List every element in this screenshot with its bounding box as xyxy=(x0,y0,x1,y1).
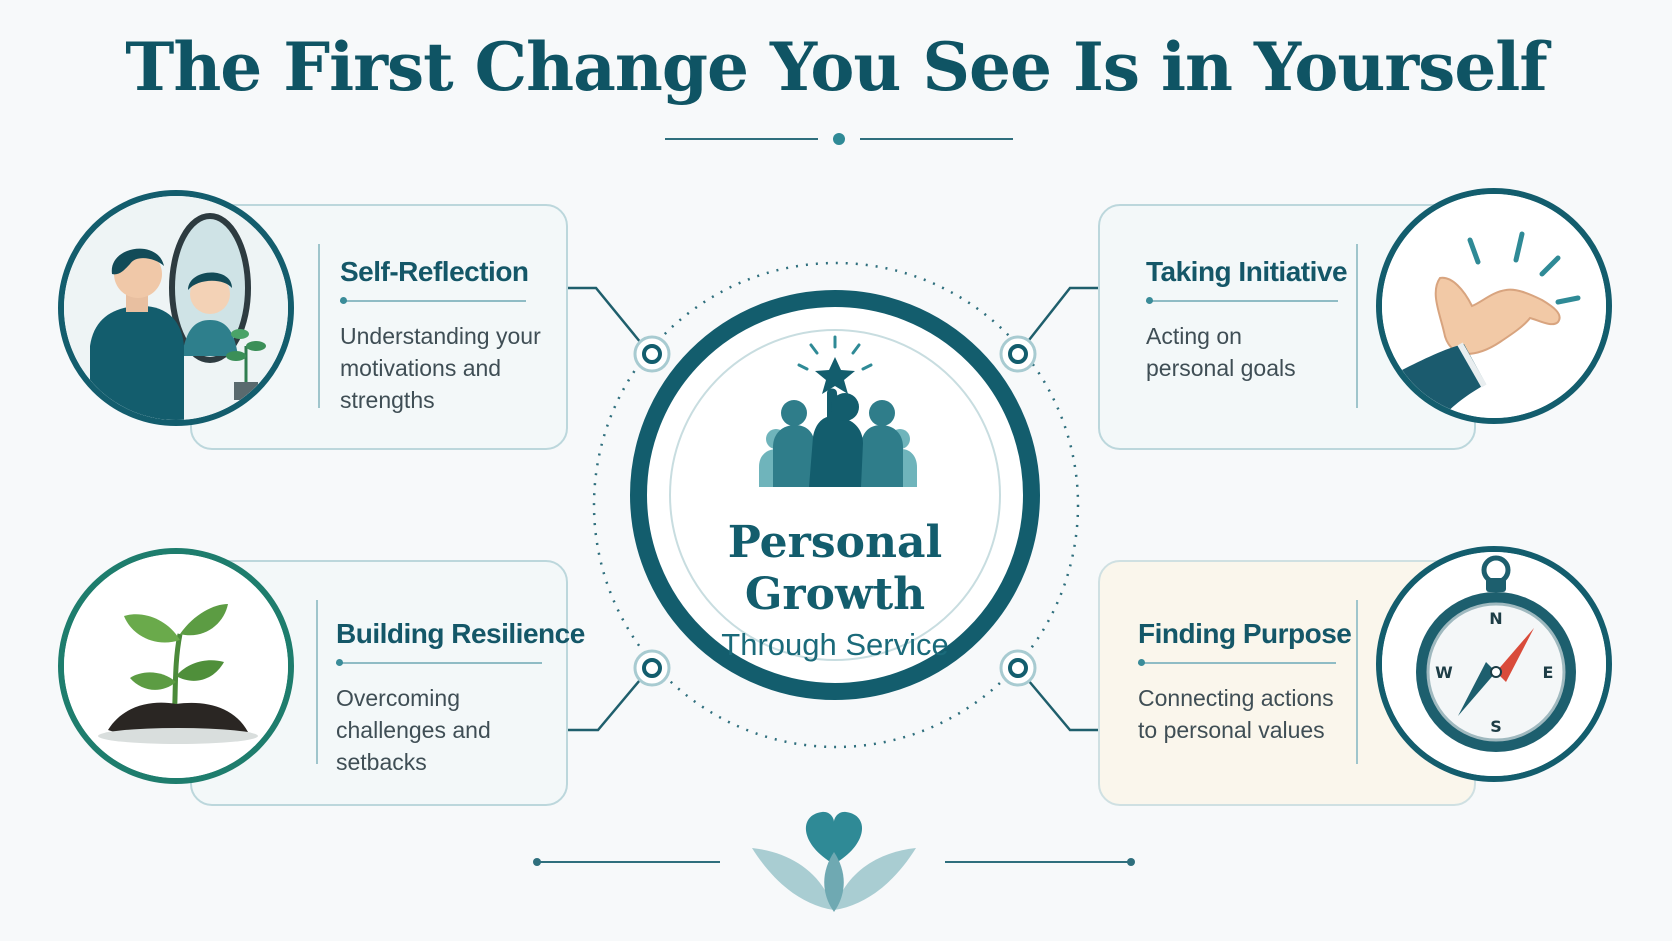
card-description: Understanding your motivations and stren… xyxy=(340,323,541,413)
connector-building-resilience xyxy=(558,667,651,732)
center-title: Personal Growth xyxy=(647,517,1023,621)
card-title: Building Resilience xyxy=(336,618,585,649)
card-title-rule xyxy=(1138,659,1336,666)
card-description: Acting on personal goals xyxy=(1146,323,1296,381)
card-text: Finding Purpose Connecting actions to pe… xyxy=(1138,618,1352,746)
card-title: Self-Reflection xyxy=(340,256,529,287)
badge-building-resilience xyxy=(58,548,294,784)
card-description: Overcoming challenges and setbacks xyxy=(336,685,491,775)
card-divider xyxy=(318,244,320,408)
card-divider xyxy=(316,600,318,764)
card-divider xyxy=(1356,600,1358,764)
center-title-line-2: Growth xyxy=(744,569,926,620)
connector-node-top-right xyxy=(999,335,1037,373)
card-title-rule xyxy=(340,297,526,304)
connector-node-top-left xyxy=(633,335,671,373)
compass-label-south: S xyxy=(1490,717,1502,736)
center-hub: Personal Growth Through Service xyxy=(630,290,1040,700)
card-text: Taking Initiative Acting on personal goa… xyxy=(1146,256,1356,384)
badge-self-reflection xyxy=(58,190,294,426)
center-title-line-1: Personal xyxy=(727,517,943,568)
compass-label-east: E xyxy=(1543,663,1554,682)
sprout-icon xyxy=(64,554,288,778)
mirror-reflection-icon xyxy=(64,196,288,420)
connector-node-bottom-left xyxy=(633,649,671,687)
connector-taking-initiative xyxy=(1017,286,1108,355)
compass-icon: N E S W xyxy=(1382,552,1606,776)
card-text: Self-Reflection Understanding your motiv… xyxy=(340,256,550,416)
compass-label-west: W xyxy=(1435,663,1453,682)
card-description: Connecting actions to personal values xyxy=(1138,685,1334,743)
connector-self-reflection xyxy=(558,286,651,355)
center-hub-inner-ring xyxy=(669,329,1001,661)
people-reaching-star-icon xyxy=(759,335,917,487)
footer-dot-left xyxy=(533,858,541,866)
card-title-rule xyxy=(1146,297,1338,304)
heart-leaves-icon xyxy=(752,811,916,912)
compass-label-north: N xyxy=(1489,609,1502,628)
center-subtitle: Through Service xyxy=(721,627,949,662)
reaching-hand-icon xyxy=(1382,194,1606,418)
card-title: Taking Initiative xyxy=(1146,256,1348,287)
page-title: The First Change You See Is in Yourself xyxy=(125,28,1548,106)
badge-taking-initiative xyxy=(1376,188,1612,424)
footer-dot-right xyxy=(1127,858,1135,866)
badge-finding-purpose: N E S W xyxy=(1376,546,1612,782)
card-text: Building Resilience Overcoming challenge… xyxy=(336,618,585,778)
connector-finding-purpose xyxy=(1017,667,1108,732)
card-divider xyxy=(1356,244,1358,408)
card-title-rule xyxy=(336,659,542,666)
card-title: Finding Purpose xyxy=(1138,618,1352,649)
connector-node-bottom-right xyxy=(999,649,1037,687)
dotted-orbit xyxy=(592,261,1080,749)
title-divider-dot xyxy=(833,133,845,145)
